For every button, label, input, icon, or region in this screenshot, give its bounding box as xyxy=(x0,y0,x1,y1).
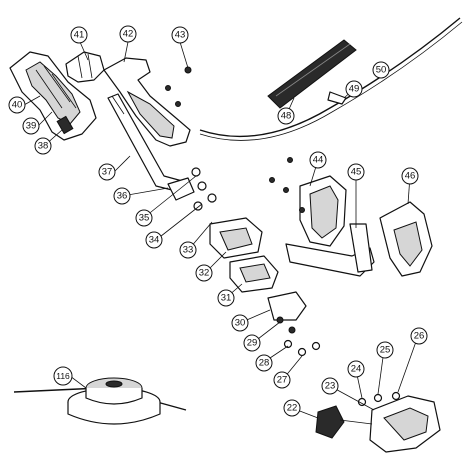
callout-37: 37 xyxy=(98,163,116,181)
callout-label: 43 xyxy=(175,30,186,41)
callout-116: 116 xyxy=(53,366,73,386)
part-48-flex-shaft xyxy=(267,39,357,109)
callout-45: 45 xyxy=(347,163,365,181)
callout-49: 49 xyxy=(345,80,363,98)
callout-label: 25 xyxy=(380,345,391,356)
callout-22: 22 xyxy=(283,399,301,417)
part-49-clip xyxy=(327,91,347,105)
callout-label: 41 xyxy=(74,30,85,41)
callout-44: 44 xyxy=(309,151,327,169)
callout-33: 33 xyxy=(179,241,197,259)
callout-label: 28 xyxy=(259,358,270,369)
front-handle-assembly xyxy=(285,175,433,277)
part-42-rear-handle xyxy=(103,57,192,147)
callout-25: 25 xyxy=(376,341,394,359)
callout-24: 24 xyxy=(347,360,365,378)
callout-36: 36 xyxy=(113,187,131,205)
callout-38: 38 xyxy=(34,137,52,155)
callout-label: 23 xyxy=(325,381,336,392)
callout-label: 40 xyxy=(12,100,23,111)
callout-label: 30 xyxy=(235,318,246,329)
callout-label: 44 xyxy=(313,155,324,166)
callout-label: 27 xyxy=(277,375,288,386)
callout-label: 35 xyxy=(139,213,150,224)
part-50-cable xyxy=(199,17,463,141)
part-41-clamp xyxy=(65,51,105,83)
callout-23: 23 xyxy=(321,377,339,395)
callout-label: 38 xyxy=(38,141,49,152)
callout-label: 42 xyxy=(123,29,134,40)
callout-27: 27 xyxy=(273,371,291,389)
callout-label: 32 xyxy=(199,268,210,279)
callout-41: 41 xyxy=(70,26,88,44)
gear-head-assembly xyxy=(315,391,441,453)
callout-50: 50 xyxy=(372,61,390,79)
callout-46: 46 xyxy=(401,167,419,185)
callout-42: 42 xyxy=(119,25,137,43)
front-handle-screws xyxy=(269,157,305,213)
callout-48: 48 xyxy=(277,107,295,125)
callout-label: 45 xyxy=(351,167,362,178)
callout-39: 39 xyxy=(22,117,40,135)
callout-30: 30 xyxy=(231,314,249,332)
callout-label: 33 xyxy=(183,245,194,256)
callout-label: 31 xyxy=(221,293,232,304)
callout-label: 48 xyxy=(281,111,292,122)
clamp-stack xyxy=(167,167,321,357)
callout-34: 34 xyxy=(145,231,163,249)
callout-28: 28 xyxy=(255,354,273,372)
callout-40: 40 xyxy=(8,96,26,114)
callout-label: 24 xyxy=(351,364,362,375)
callout-label: 36 xyxy=(117,191,128,202)
callout-label: 29 xyxy=(247,338,258,349)
callout-label: 116 xyxy=(56,371,70,381)
callout-label: 46 xyxy=(405,171,416,182)
callout-29: 29 xyxy=(243,334,261,352)
callout-label: 50 xyxy=(376,65,387,76)
callout-label: 22 xyxy=(287,403,298,414)
part-116-trimmer-head xyxy=(13,377,187,425)
callout-26: 26 xyxy=(410,327,428,345)
callout-label: 37 xyxy=(102,167,113,178)
callout-43: 43 xyxy=(171,26,189,44)
callout-35: 35 xyxy=(135,209,153,227)
callout-label: 39 xyxy=(26,121,37,132)
left-handle-housing xyxy=(9,51,97,141)
callout-32: 32 xyxy=(195,264,213,282)
callout-label: 49 xyxy=(349,84,360,95)
callout-31: 31 xyxy=(217,289,235,307)
callout-label: 34 xyxy=(149,235,160,246)
callout-label: 26 xyxy=(414,331,425,342)
